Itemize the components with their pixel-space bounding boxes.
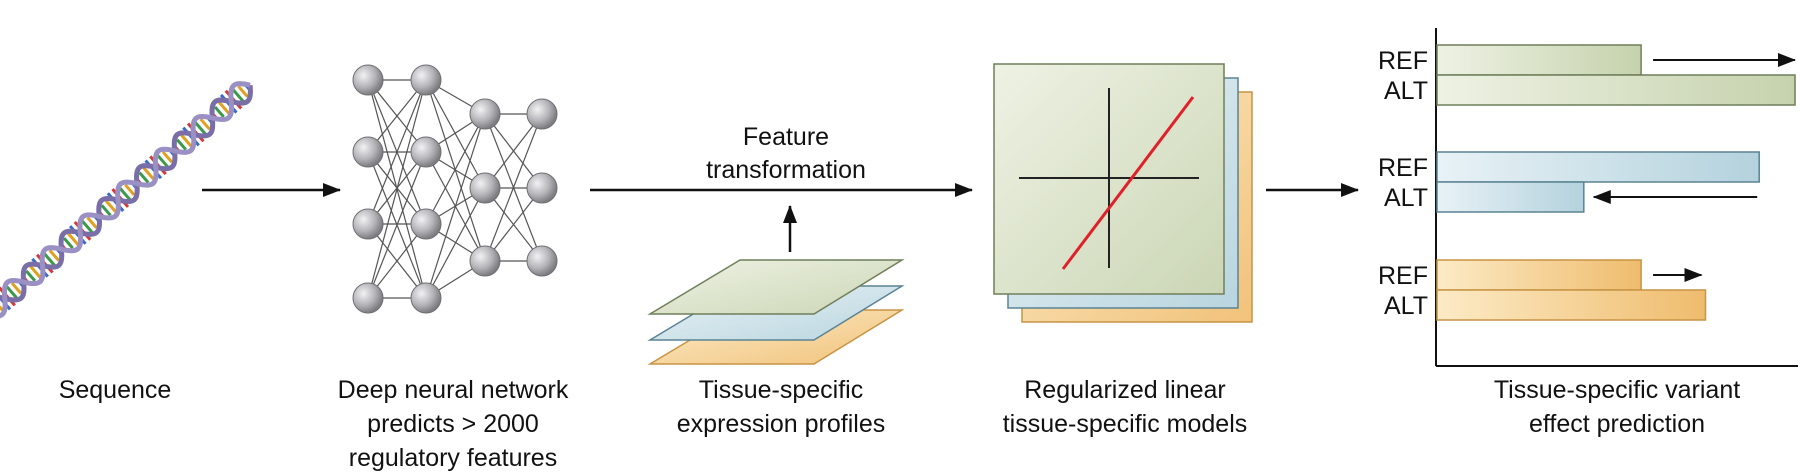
profiles-label-1: Tissue-specific bbox=[699, 376, 863, 404]
network-node bbox=[469, 172, 501, 204]
dna-rung bbox=[25, 269, 37, 282]
green-profile-plane bbox=[647, 259, 905, 315]
network-edge bbox=[425, 79, 486, 189]
dnn-label-1: Deep neural network bbox=[338, 376, 569, 404]
network-node bbox=[352, 64, 384, 96]
network-node bbox=[410, 208, 442, 240]
prediction-label-2: effect prediction bbox=[1529, 410, 1705, 438]
models-label-1: Regularized linear bbox=[1024, 376, 1226, 404]
network-edge bbox=[367, 79, 427, 299]
network-edge bbox=[425, 113, 486, 299]
dna-rung bbox=[213, 105, 225, 118]
network-node bbox=[352, 208, 384, 240]
network-node bbox=[410, 136, 442, 168]
tissue-models-icon bbox=[993, 63, 1253, 323]
network-node bbox=[469, 98, 501, 130]
network-node bbox=[352, 282, 384, 314]
network-edge bbox=[484, 113, 543, 189]
dna-rung bbox=[62, 237, 74, 250]
bar-orange-ref bbox=[1436, 259, 1642, 291]
dna-rung bbox=[138, 171, 150, 184]
dna-rung bbox=[176, 138, 188, 151]
regression-line bbox=[1061, 96, 1195, 270]
network-edge bbox=[367, 151, 427, 299]
dna-rung bbox=[237, 85, 249, 98]
expression-profiles-icon bbox=[647, 259, 905, 365]
models-label-2: tissue-specific models bbox=[1003, 410, 1248, 438]
network-edge bbox=[484, 113, 543, 262]
bar-label-alt: ALT bbox=[1384, 184, 1428, 212]
network-node bbox=[526, 98, 558, 130]
network-edge bbox=[425, 187, 486, 299]
dna-rung bbox=[103, 197, 119, 215]
dna-rung bbox=[86, 216, 98, 229]
network-edge bbox=[425, 113, 486, 225]
profiles-label-2: expression profiles bbox=[677, 410, 885, 438]
bar-green-alt bbox=[1436, 74, 1796, 106]
bar-label-ref: REF bbox=[1378, 154, 1428, 182]
network-node bbox=[526, 172, 558, 204]
network-node bbox=[410, 282, 442, 314]
dna-rung bbox=[124, 183, 136, 196]
dna-rung bbox=[10, 282, 23, 295]
network-edge bbox=[367, 79, 427, 225]
bar-orange-alt bbox=[1436, 289, 1707, 321]
dna-rung bbox=[65, 230, 81, 248]
dna-rung bbox=[161, 150, 173, 164]
network-node bbox=[352, 136, 384, 168]
dna-rung bbox=[199, 118, 211, 131]
bar-label-alt: ALT bbox=[1384, 292, 1428, 320]
dna-rung bbox=[0, 296, 6, 314]
feature-transformation-label-1: Feature bbox=[743, 123, 829, 151]
prediction-label-1: Tissue-specific variant bbox=[1494, 376, 1740, 404]
network-node bbox=[410, 64, 442, 96]
feature-transformation-label-2: transformation bbox=[706, 156, 866, 184]
bar-label-ref: REF bbox=[1378, 47, 1428, 75]
bar-blue-alt bbox=[1436, 181, 1585, 213]
dna-rung bbox=[140, 164, 157, 182]
bar-label-ref: REF bbox=[1378, 262, 1428, 290]
sequence-label: Sequence bbox=[59, 376, 172, 404]
dna-rung bbox=[27, 263, 44, 281]
network-node bbox=[469, 245, 501, 277]
dna-rung bbox=[216, 99, 232, 117]
bar-green-ref bbox=[1436, 44, 1642, 76]
dnn-label-2: predicts > 2000 bbox=[367, 410, 539, 438]
dna-rung bbox=[178, 132, 194, 150]
network-edge bbox=[367, 223, 427, 299]
neural-network-icon bbox=[352, 64, 558, 314]
bar-label-alt: ALT bbox=[1384, 77, 1428, 105]
dna-helix-icon bbox=[0, 81, 253, 319]
bar-blue-ref bbox=[1436, 151, 1760, 183]
dna-rung bbox=[48, 249, 60, 262]
dnn-label-3: regulatory features bbox=[349, 444, 557, 472]
network-node bbox=[526, 245, 558, 277]
dna-rung bbox=[100, 204, 112, 217]
